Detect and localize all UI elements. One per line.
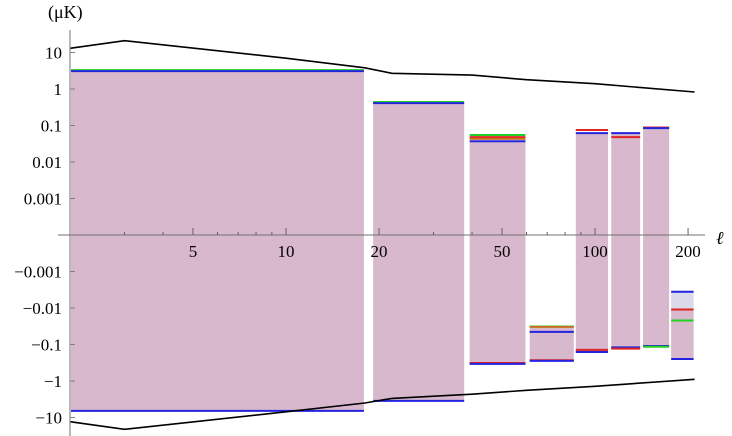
bin-fill xyxy=(71,71,364,411)
y-tick-label: 0.001 xyxy=(24,190,62,209)
x-tick-label: 10 xyxy=(278,242,295,261)
x-tick-label: 200 xyxy=(675,242,701,261)
lower-envelope-curve xyxy=(69,378,695,431)
y-axis-label: (μK) xyxy=(48,2,83,23)
bin-fill xyxy=(671,309,694,360)
x-tick-label: 20 xyxy=(371,242,388,261)
bandpower-bin xyxy=(671,290,694,361)
bin-fill xyxy=(611,133,641,349)
y-tick-label: 0.01 xyxy=(32,153,62,172)
bin-fill xyxy=(469,141,526,364)
y-tick-label: −0.01 xyxy=(23,299,62,318)
bandpower-bin xyxy=(611,132,641,350)
y-tick-label: 1 xyxy=(54,80,63,99)
x-axis-label: ℓ xyxy=(716,228,724,248)
bin-fill xyxy=(373,102,465,401)
x-tick-label: 100 xyxy=(582,242,608,261)
axes xyxy=(58,30,705,436)
bandpower-bin xyxy=(529,325,574,362)
envelope-curves xyxy=(69,39,695,431)
x-tick-label: 5 xyxy=(189,242,198,261)
y-tick-label: 10 xyxy=(45,44,62,63)
bandpower-bin xyxy=(71,69,364,412)
y-tick-label: −0.001 xyxy=(14,263,62,282)
bin-fill-light xyxy=(671,291,694,310)
bin-fill xyxy=(643,128,670,347)
x-axis-ticks: 5 10 20 50 100 200 xyxy=(123,228,701,261)
bandpower-bin xyxy=(469,133,526,365)
y-tick-label: −1 xyxy=(44,372,62,391)
y-tick-label: −10 xyxy=(35,409,62,428)
upper-envelope-curve xyxy=(69,39,695,93)
y-axis-ticks: 10 1 0.1 0.01 0.001 −0.001 −0.01 −0.1 −1 −10 xyxy=(14,44,75,428)
bandpower-bars xyxy=(71,69,694,412)
bin-fill xyxy=(575,133,609,352)
bandpower-bin xyxy=(643,126,670,348)
bandpower-bin xyxy=(373,101,465,402)
y-tick-label: −0.1 xyxy=(31,336,62,355)
x-tick-label: 50 xyxy=(494,242,511,261)
bandpower-bin xyxy=(575,129,609,353)
y-tick-label: 0.1 xyxy=(41,117,62,136)
